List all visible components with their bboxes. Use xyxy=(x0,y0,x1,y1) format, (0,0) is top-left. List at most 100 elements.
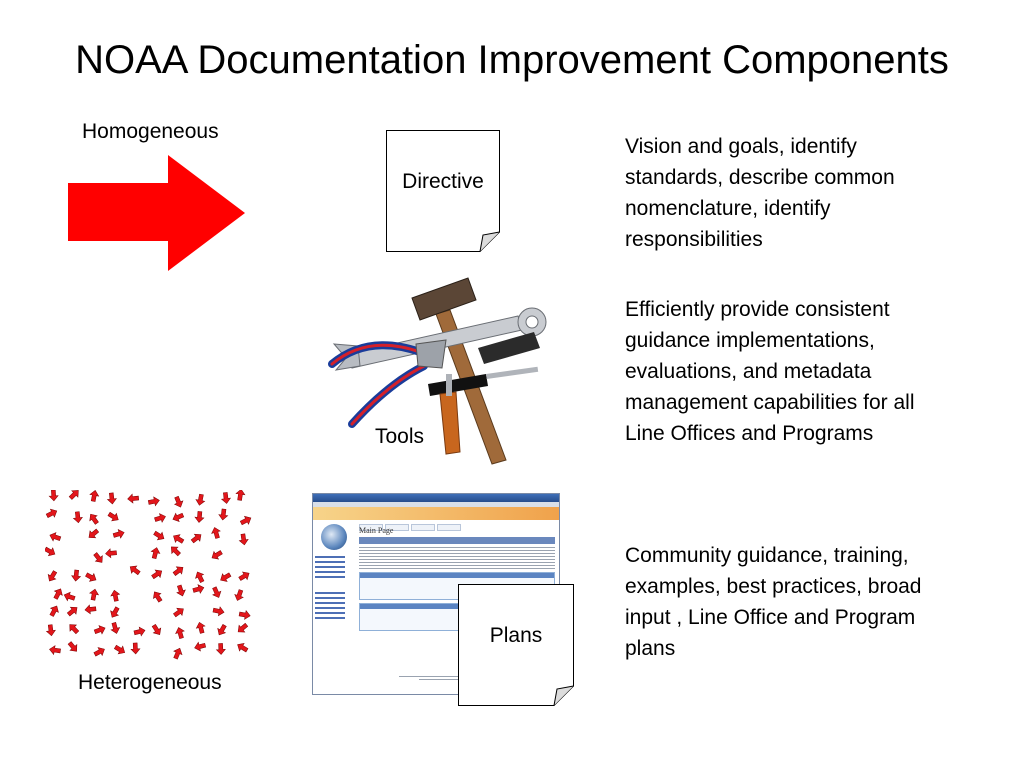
plans-description: Community guidance, training, examples, … xyxy=(625,544,922,660)
small-arrow-icon xyxy=(238,609,251,620)
small-arrow-icon xyxy=(173,647,183,660)
small-arrow-icon xyxy=(45,508,58,518)
small-arrow-icon xyxy=(212,606,225,617)
small-arrow-icon xyxy=(151,569,163,580)
wiki-page-title: Main Page xyxy=(359,526,394,535)
small-arrow-icon xyxy=(194,641,207,652)
small-arrow-icon xyxy=(66,606,78,617)
small-arrow-icon xyxy=(68,490,79,500)
small-arrow-icon xyxy=(173,607,184,618)
wiki-main: Main Page xyxy=(359,518,555,688)
small-arrow-icon xyxy=(49,605,59,617)
small-arrow-icon xyxy=(89,513,99,525)
big-red-arrow-icon xyxy=(68,155,248,278)
small-arrow-icon xyxy=(107,511,119,522)
small-arrow-icon xyxy=(72,511,83,524)
wiki-sidebar xyxy=(315,524,355,622)
small-arrow-icon xyxy=(238,533,249,546)
wiki-menubar xyxy=(313,502,559,507)
small-arrow-icon xyxy=(93,625,106,635)
small-arrow-icon xyxy=(69,624,80,635)
directive-document: Directive xyxy=(386,130,500,252)
small-arrow-icon xyxy=(235,488,246,501)
small-arrow-icon xyxy=(93,552,103,563)
small-arrow-icon xyxy=(172,512,185,522)
directive-label: Directive xyxy=(402,170,484,193)
small-arrow-icon xyxy=(234,589,244,601)
small-arrow-icon xyxy=(151,623,162,635)
small-arrow-icon xyxy=(150,547,161,560)
small-arrow-icon xyxy=(147,496,160,507)
small-arrow-icon xyxy=(71,569,82,582)
small-arrow-icon xyxy=(130,642,141,655)
label-homogeneous: Homogeneous xyxy=(82,120,219,143)
small-arrow-icon xyxy=(133,626,146,637)
small-arrow-icon xyxy=(153,591,163,603)
directive-description: Vision and goals, identify standards, de… xyxy=(625,135,895,251)
tools-label: Tools xyxy=(375,425,425,448)
small-arrow-icon xyxy=(110,606,120,618)
plans-label: Plans xyxy=(489,624,543,647)
small-arrow-icon xyxy=(112,529,125,539)
small-arrow-icon xyxy=(113,644,126,655)
small-arrow-icon xyxy=(89,588,100,601)
small-arrow-icon xyxy=(105,548,117,559)
small-arrow-icon xyxy=(239,515,252,526)
wiki-tabs xyxy=(359,518,555,531)
small-arrow-icon xyxy=(218,508,229,521)
small-arrow-icon xyxy=(190,533,202,544)
small-arrow-icon xyxy=(48,489,59,502)
small-arrow-icon xyxy=(172,566,184,576)
small-arrow-icon xyxy=(195,493,206,506)
wiki-welcome-bar xyxy=(359,537,555,544)
wiki-banner xyxy=(313,507,559,520)
small-arrow-icon xyxy=(89,490,100,502)
small-arrow-icon xyxy=(212,586,222,598)
small-arrow-icon xyxy=(45,624,56,637)
small-arrow-icon xyxy=(49,532,62,542)
small-arrow-icon xyxy=(220,572,232,582)
small-arrow-icon xyxy=(84,604,97,615)
tools-icon xyxy=(328,274,558,474)
wiki-titlebar xyxy=(313,494,559,502)
small-arrow-icon xyxy=(127,493,140,504)
tools-description: Efficiently provide consistent guidance … xyxy=(625,298,915,445)
small-arrow-icon xyxy=(215,643,226,655)
small-arrow-icon xyxy=(194,511,205,523)
small-arrow-icon xyxy=(173,534,185,544)
small-arrow-icon xyxy=(93,647,105,657)
small-arrow-icon xyxy=(85,572,97,582)
small-arrow-icon xyxy=(67,641,78,652)
small-arrow-icon xyxy=(171,546,181,557)
small-arrow-icon xyxy=(110,622,121,634)
noaa-logo-icon xyxy=(321,524,347,550)
small-arrow-icon xyxy=(63,591,76,602)
small-arrow-icon xyxy=(44,546,56,557)
small-arrow-icon xyxy=(153,530,165,541)
small-arrow-icon xyxy=(217,624,227,636)
plans-document: Plans xyxy=(458,584,574,706)
scattered-red-arrows-icon xyxy=(44,488,270,675)
small-arrow-icon xyxy=(237,622,249,633)
small-arrow-icon xyxy=(195,621,206,634)
small-arrow-icon xyxy=(129,565,141,576)
small-arrow-icon xyxy=(49,645,61,656)
small-arrow-icon xyxy=(195,571,205,584)
small-arrow-icon xyxy=(176,584,186,597)
small-arrow-icon xyxy=(220,492,232,504)
small-arrow-icon xyxy=(238,571,250,581)
small-arrow-icon xyxy=(211,550,223,560)
small-arrow-icon xyxy=(211,527,221,539)
small-arrow-icon xyxy=(192,584,205,594)
small-arrow-icon xyxy=(53,588,63,600)
slide-title: NOAA Documentation Improvement Component… xyxy=(75,38,949,82)
small-arrow-icon xyxy=(110,589,121,602)
small-arrow-icon xyxy=(175,627,185,639)
small-arrow-icon xyxy=(106,492,117,505)
small-arrow-icon xyxy=(154,513,166,523)
label-heterogeneous: Heterogeneous xyxy=(78,671,222,694)
small-arrow-icon xyxy=(47,570,58,582)
small-arrow-icon xyxy=(88,528,100,539)
small-arrow-icon xyxy=(237,642,249,653)
small-arrow-icon xyxy=(173,495,184,508)
